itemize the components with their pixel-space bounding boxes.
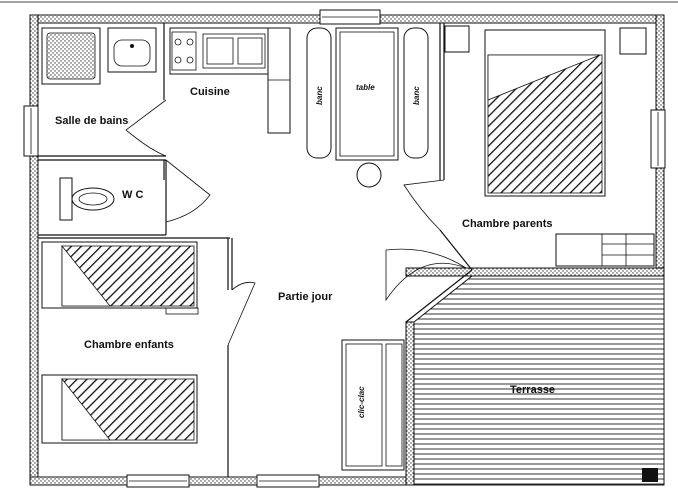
- label-banc-right: banc: [412, 86, 421, 105]
- children-beds: [41, 241, 199, 444]
- label-clic-clac: clic-clac: [357, 386, 366, 418]
- label-table: table: [356, 83, 375, 92]
- kitchen-fixtures: [169, 27, 291, 134]
- dining-set: [306, 27, 429, 188]
- windows: [23, 9, 666, 488]
- label-wc: W C: [122, 189, 143, 201]
- interior-walls: [38, 23, 473, 477]
- label-chambre-parents: Chambre parents: [462, 218, 552, 230]
- label-partie-jour: Partie jour: [278, 291, 333, 303]
- label-cuisine: Cuisine: [190, 86, 230, 98]
- parents-bed: [444, 25, 655, 267]
- label-salle-de-bains: Salle de bains: [55, 115, 128, 127]
- bathroom-fixtures: [41, 27, 157, 85]
- label-chambre-enfants: Chambre enfants: [84, 339, 174, 351]
- label-banc-left: banc: [315, 86, 324, 105]
- label-terrasse: Terrasse: [510, 384, 555, 396]
- terrace-deck: [413, 275, 665, 486]
- sofa: [341, 339, 405, 471]
- doors: [125, 99, 467, 346]
- wc-fixtures: [59, 177, 115, 221]
